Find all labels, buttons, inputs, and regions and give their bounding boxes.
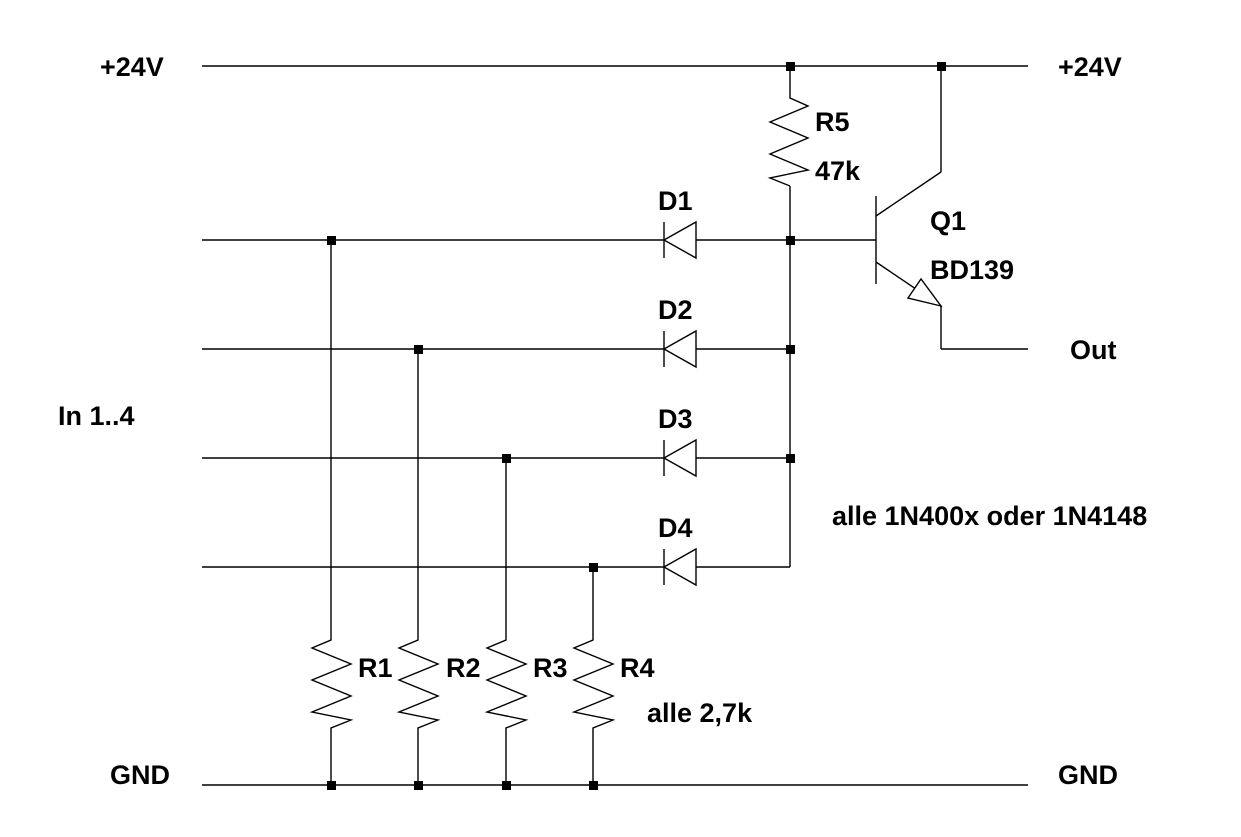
d1-label: D1 — [658, 186, 693, 216]
r5-ref-label: R5 — [815, 107, 850, 137]
transistor-q1 — [875, 66, 943, 349]
r2-label: R2 — [446, 653, 481, 683]
q1-value-label: BD139 — [930, 255, 1014, 285]
junction-dots — [327, 62, 946, 790]
vcc-label-left: +24V — [100, 52, 164, 82]
q1-ref-label: Q1 — [930, 206, 966, 236]
input-label: In 1..4 — [58, 401, 135, 431]
d3-label: D3 — [658, 404, 693, 434]
diode-d4 — [662, 547, 697, 587]
gnd-label-right: GND — [1058, 760, 1118, 790]
diode-d2 — [662, 329, 697, 369]
r4-label: R4 — [620, 653, 655, 683]
vcc-label-right: +24V — [1058, 52, 1122, 82]
resistor-r4 — [571, 567, 616, 785]
d4-label: D4 — [658, 513, 693, 543]
resistor-note: alle 2,7k — [647, 698, 753, 728]
r3-label: R3 — [533, 653, 568, 683]
d2-label: D2 — [658, 295, 693, 325]
r5-value-label: 47k — [815, 156, 861, 186]
diode-note: alle 1N400x oder 1N4148 — [832, 501, 1147, 531]
gnd-label-left: GND — [110, 760, 170, 790]
diode-d1 — [662, 220, 697, 260]
resistor-r1 — [309, 240, 354, 785]
resistor-r2 — [396, 349, 441, 785]
r1-label: R1 — [358, 653, 393, 683]
emitter-arrow-icon — [906, 277, 943, 308]
output-label: Out — [1070, 335, 1117, 365]
diode-d3 — [662, 438, 697, 478]
resistor-r5 — [767, 66, 811, 187]
resistor-r3 — [484, 458, 529, 785]
